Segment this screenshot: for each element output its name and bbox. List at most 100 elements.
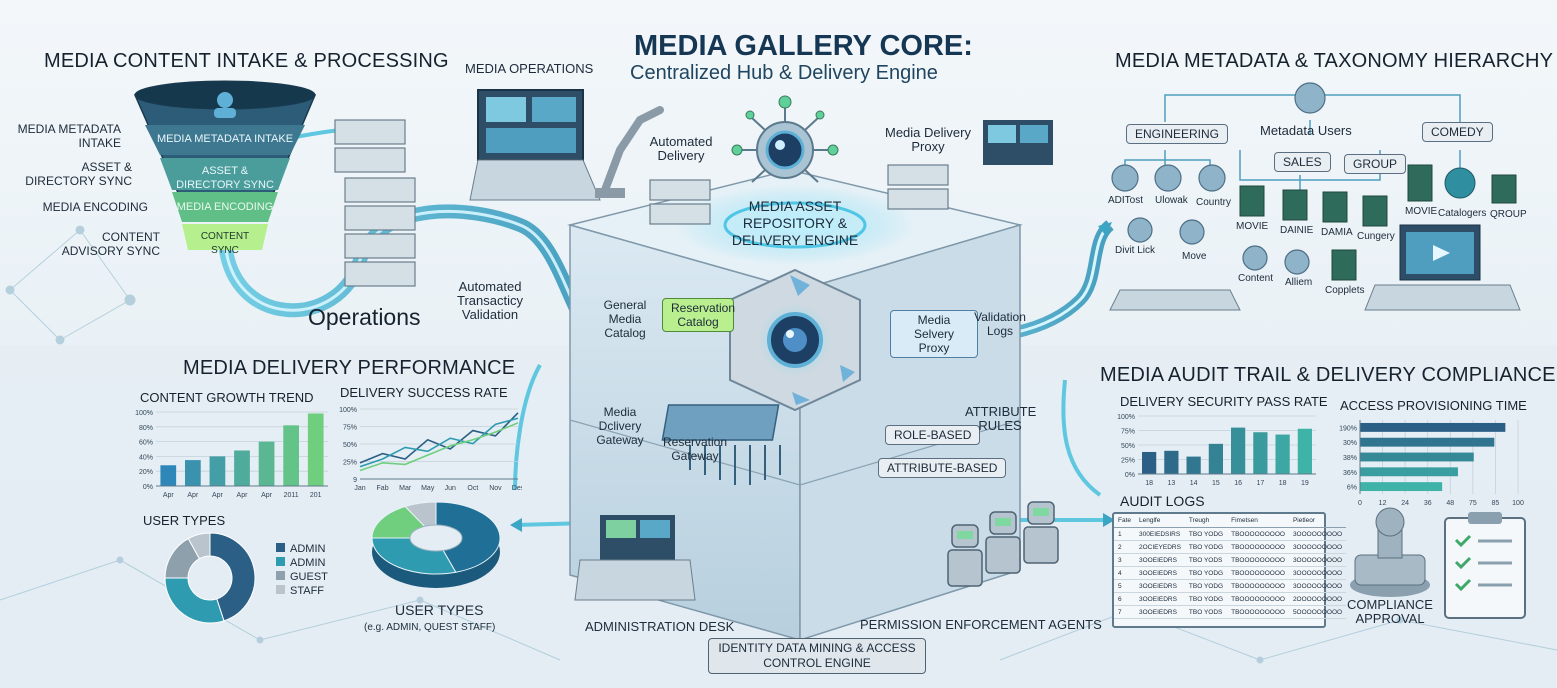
bar [1186, 456, 1201, 474]
x-tick-label: 18 [1279, 480, 1287, 487]
donut-hole [409, 524, 463, 552]
taxonomy-section-title: MEDIA METADATA & TAXONOMY HIERARCHY [1115, 50, 1554, 72]
x-tick-label: Mar [399, 485, 412, 492]
donut-subcaption: (e.g. ADMIN, QUEST STAFF) [364, 622, 496, 633]
funnel-label-asset: ASSET & DIRECTORY SYNC [176, 165, 274, 191]
x-tick-label: 100 [1512, 500, 1524, 507]
table-cell: 3OOEIEDRS [1135, 553, 1185, 567]
media-operations-label: MEDIA OPERATIONS [465, 61, 594, 76]
audit-logs-title: AUDIT LOGS [1120, 493, 1205, 509]
x-tick-label: Nov [489, 485, 502, 492]
bar [160, 465, 177, 486]
bar [1142, 451, 1157, 474]
table-cell: 3OOEIEDRS [1135, 605, 1185, 619]
x-tick-label: 19 [1301, 480, 1309, 487]
sales-item-0: MOVIE [1236, 221, 1269, 232]
table-cell: TBOOOOOOOOO [1227, 566, 1289, 580]
table-cell: TBOOOOOOOOO [1227, 553, 1289, 567]
column-header: Fimetsen [1227, 514, 1289, 528]
comedy-item-0: MOVIE [1405, 206, 1438, 217]
bar [234, 450, 250, 486]
y-tick-label: 190% [1339, 425, 1357, 432]
table-cell: 7 [1114, 605, 1136, 619]
pie-slice [164, 577, 225, 624]
y-tick-label: 75% [343, 425, 357, 432]
bar [1208, 443, 1223, 474]
x-tick-label: 14 [1190, 480, 1198, 487]
y-tick-label: 100% [339, 407, 357, 414]
x-tick-label: Des [512, 485, 522, 492]
validation-logs-label: Validation Logs [974, 310, 1026, 338]
table-cell: 2 [1114, 540, 1136, 554]
y-tick-label: 60% [139, 440, 153, 447]
x-tick-label: Apr [212, 492, 224, 499]
y-tick-label: 30% [1343, 440, 1357, 447]
x-tick-label: Apr [163, 492, 175, 499]
table-cell: TBO YODG [1184, 592, 1228, 606]
media-selvery-proxy-tag: Media Selvery Proxy [890, 310, 978, 358]
user-types-donut-3d [371, 501, 501, 588]
table-cell: TBOOOOOOOOO [1227, 579, 1289, 593]
series-line [359, 422, 519, 472]
x-tick-label: 75 [1469, 500, 1477, 507]
x-tick-label: 16 [1234, 480, 1242, 487]
x-tick-label: 2011 [284, 492, 299, 499]
comedy-tag: COMEDY [1422, 122, 1493, 142]
bar [1360, 452, 1474, 462]
y-tick-label: 100% [1117, 414, 1135, 421]
audit-section-title: MEDIA AUDIT TRAIL & DELIVERY COMPLIANCE [1100, 364, 1556, 386]
pie-slice [209, 532, 256, 622]
x-tick-label: Jun [445, 485, 456, 492]
attribute-rules-label: ATTRIBUTE RULES [965, 404, 1037, 433]
series-line [359, 412, 519, 464]
x-tick-label: Fab [377, 485, 389, 492]
media-delivery-proxy-label: Media Delivery Proxy [885, 125, 971, 154]
donut-slice [435, 501, 501, 573]
table-cell: 3OOOOOOOOO [1288, 566, 1347, 580]
table-cell: 300EIEDSIRS [1135, 527, 1185, 541]
bar [1360, 482, 1443, 492]
admin-desk-label: ADMINISTRATION DESK [585, 619, 735, 634]
automated-delivery-label: Automated Delivery [649, 134, 713, 163]
table-cell: TBOOOOOOOOO [1227, 527, 1289, 541]
metadata-users-label: Metadata Users [1260, 123, 1352, 138]
side-label-asset-sync: ASSET & DIRECTORY SYNC [25, 160, 132, 188]
eng-person-0: ADITost [1108, 195, 1144, 206]
x-tick-label: Jan [354, 485, 365, 492]
group-tag: GROUP [1344, 154, 1407, 174]
y-tick-label: 50% [1121, 443, 1135, 450]
user-types-legend: ADMIN ADMIN GUEST STAFF [276, 542, 328, 598]
reservation-catalog-tag: Reservation Catalog [662, 298, 735, 332]
sales-bottom-2: Copplets [1325, 285, 1365, 296]
table-cell: TBO YODG [1184, 527, 1228, 541]
content-growth-title: CONTENT GROWTH TREND [140, 390, 314, 405]
reservation-gateway-label: Reservation Gateway [662, 435, 728, 463]
y-tick-label: 80% [139, 425, 153, 432]
x-tick-label: 24 [1401, 500, 1409, 507]
x-tick-label: Oct [467, 485, 478, 492]
y-tick-label: 40% [139, 454, 153, 461]
bar [1231, 427, 1246, 474]
legend-label: STAFF [290, 585, 325, 597]
y-tick-label: 9 [353, 477, 357, 484]
legend-label: GUEST [290, 571, 328, 583]
y-tick-label: 25% [1121, 458, 1135, 465]
x-tick-label: 48 [1446, 500, 1454, 507]
sales-tag: SALES [1274, 152, 1331, 172]
y-tick-label: 36% [1343, 470, 1357, 477]
column-header: Lenglfe [1135, 514, 1185, 528]
table-cell: 2OOOOOOOOO [1288, 592, 1347, 606]
legend-item: ADMIN [276, 542, 328, 556]
bar [258, 441, 275, 486]
table-cell: TBO YODG [1184, 579, 1228, 593]
page-subtitle: Centralized Hub & Delivery Engine [630, 62, 938, 84]
bar [283, 425, 300, 486]
